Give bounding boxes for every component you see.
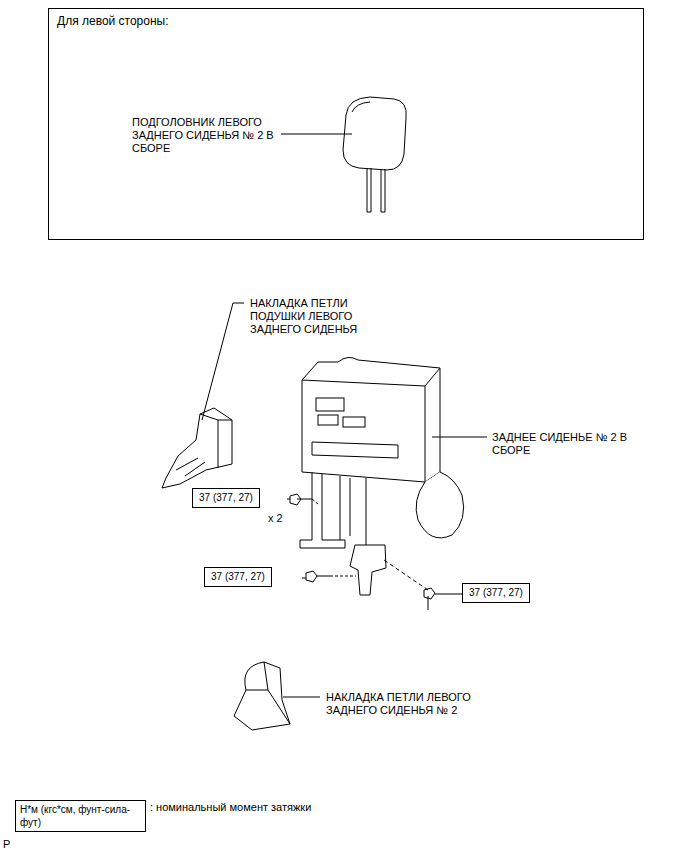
legend-note: : номинальный момент затяжки xyxy=(150,801,311,814)
part-name: ПОДГОЛОВНИК ЛЕВОГО ЗАДНЕГО СИДЕНЬЯ № 2 В… xyxy=(132,116,277,155)
box-text: Для левой стороны: xyxy=(57,14,169,28)
box-text: 37 (377, 27) xyxy=(211,571,265,583)
box-text: 37 (377, 27) xyxy=(469,587,523,599)
box-text: Н*м (кгс*см, фунт-сила-фут) xyxy=(20,803,141,829)
box-text: 37 (377, 27) xyxy=(199,492,253,504)
torque-box: 37 (377, 27) xyxy=(462,583,530,603)
page-mark: P xyxy=(3,838,10,851)
quantity-note: x 2 xyxy=(268,512,283,525)
torque-box: 37 (377, 27) xyxy=(204,567,272,587)
torque-legend-box: Н*м (кгс*см, фунт-сила-фут) xyxy=(15,800,146,832)
part-name: ЗАДНЕЕ СИДЕНЬЕ № 2 В СБОРЕ xyxy=(492,431,642,457)
torque-box: 37 (377, 27) xyxy=(192,488,260,508)
part-name: НАКЛАДКА ПЕТЛИ ЛЕВОГО ЗАДНЕГО СИДЕНЬЯ № … xyxy=(326,691,486,717)
part-name: НАКЛАДКА ПЕТЛИ ПОДУШКИ ЛЕВОГО ЗАДНЕГО СИ… xyxy=(250,297,362,336)
